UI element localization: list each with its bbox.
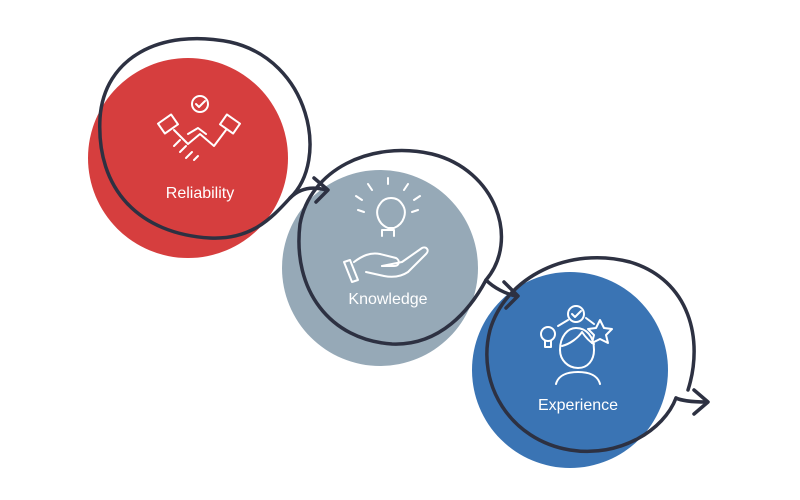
experience-label: Experience <box>538 397 618 414</box>
flow-connector <box>98 36 710 454</box>
step-knowledge: Knowledge <box>282 170 478 366</box>
experience-circle <box>472 272 668 468</box>
knowledge-circle <box>282 170 478 366</box>
person-ideas-icon <box>540 305 613 385</box>
step-reliability: Reliability <box>88 58 288 258</box>
flow-line-loop-1 <box>98 36 312 240</box>
arrow-head-2-icon <box>502 280 520 310</box>
flow-line-link-2 <box>484 278 518 298</box>
arrow-head-1-icon <box>312 176 330 204</box>
lightbulb-hand-icon <box>343 177 429 283</box>
arrow-head-3-icon <box>692 388 710 416</box>
knowledge-label: Knowledge <box>348 291 427 308</box>
flow-line-loop-2 <box>297 148 504 346</box>
handshake-icon <box>157 95 241 161</box>
reliability-circle <box>88 58 288 258</box>
flow-line-loop-3 <box>485 256 696 454</box>
step-experience: Experience <box>472 272 668 468</box>
flow-line-tail <box>674 396 708 404</box>
reliability-label: Reliability <box>166 185 234 202</box>
flow-line-link-1 <box>288 186 328 200</box>
